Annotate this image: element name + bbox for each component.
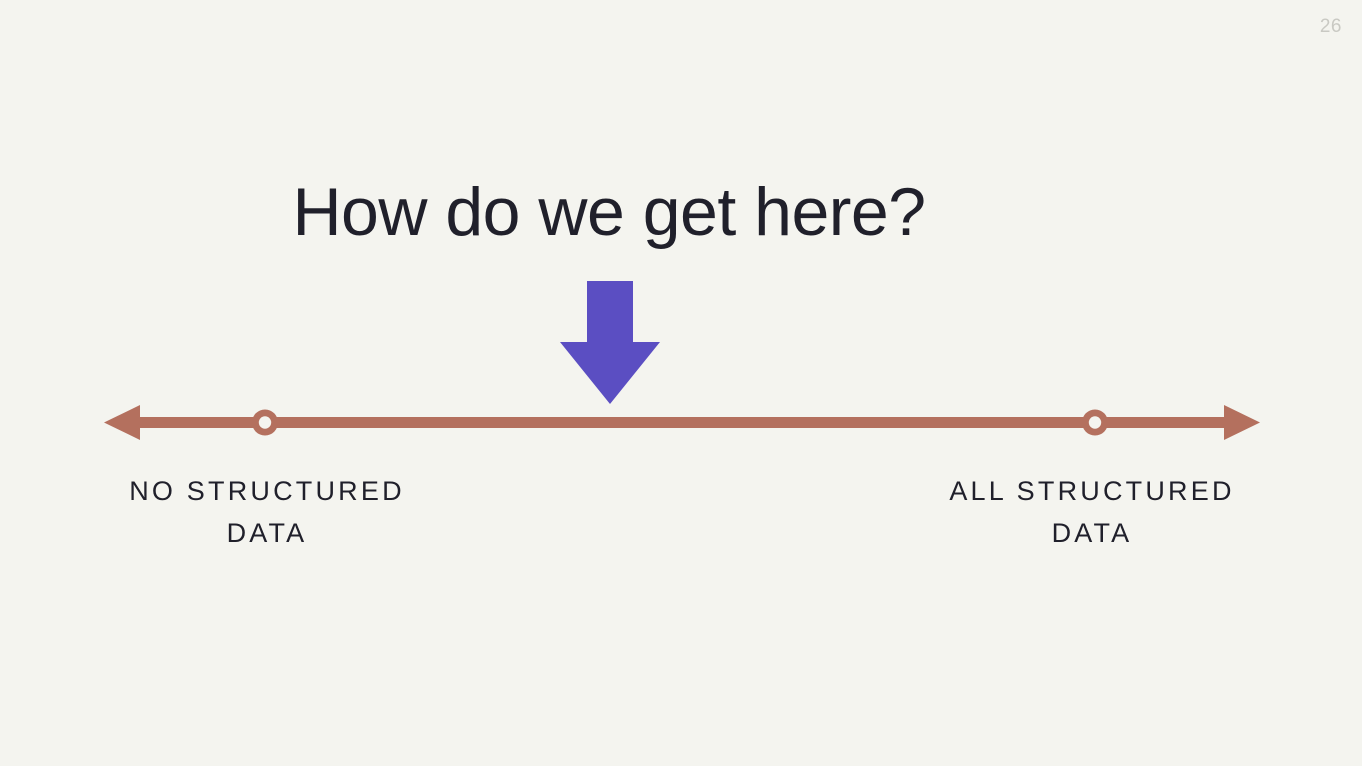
spectrum-label-left: NO STRUCTURED DATA (129, 476, 405, 548)
down-arrow-icon (560, 281, 660, 404)
spectrum-right-arrowhead-icon (1224, 405, 1260, 440)
page-title: How do we get here? (292, 174, 926, 250)
spectrum-marker-right-hole (1088, 416, 1102, 429)
spectrum-line (132, 417, 1232, 428)
spectrum-axis (104, 405, 1260, 440)
spectrum-left-arrowhead-icon (104, 405, 140, 440)
spectrum-marker-left-hole (258, 416, 272, 429)
page-number: 26 (1319, 16, 1342, 37)
spectrum-label-right: ALL STRUCTURED DATA (949, 476, 1235, 548)
